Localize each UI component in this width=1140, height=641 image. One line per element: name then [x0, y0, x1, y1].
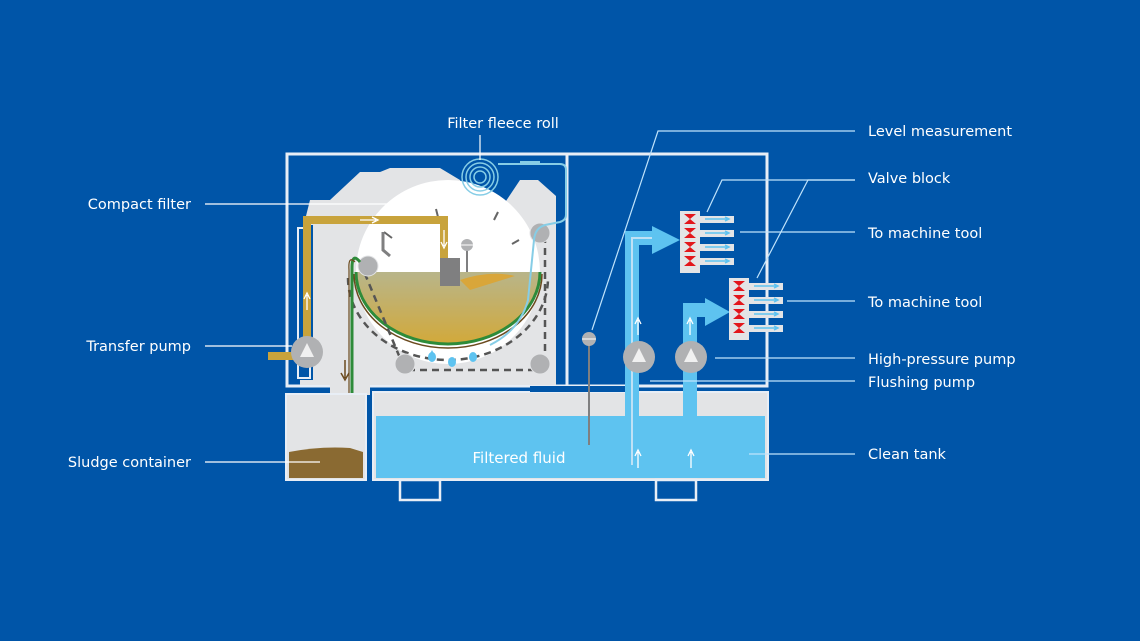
label-level-measurement: Level measurement — [868, 124, 1012, 140]
flow-arrow-icon — [705, 244, 731, 250]
down-arrow-icon — [340, 360, 350, 382]
filter-drum — [346, 180, 550, 364]
valve-icon — [733, 323, 745, 333]
guide-rollers — [357, 222, 551, 375]
label-flushing-pump: Flushing pump — [868, 375, 975, 391]
flow-arrow-icon — [440, 230, 448, 250]
label-valve-block: Valve block — [868, 171, 951, 187]
scraper-icon — [381, 232, 391, 258]
flow-arrow-icon — [754, 283, 780, 289]
high-pressure-pump-icon — [623, 341, 655, 373]
label-clean-tank: Clean tank — [868, 447, 947, 463]
flow-arrow-icon — [303, 291, 311, 310]
valve-icon — [733, 309, 745, 319]
valve-icon — [684, 256, 696, 266]
valve-icon — [684, 228, 696, 238]
valve-icon — [733, 295, 745, 305]
fleece-belt — [358, 228, 547, 372]
label-to-machine-tool-1: To machine tool — [867, 226, 982, 242]
used-fleece-strip — [350, 256, 362, 438]
leader-lines — [205, 130, 855, 463]
clean-tank — [372, 386, 769, 502]
valve-icon — [684, 214, 696, 224]
label-transfer-pump: Transfer pump — [85, 339, 191, 355]
high-pressure-pipe — [625, 226, 680, 465]
label-filter-fleece-roll: Filter fleece roll — [447, 116, 559, 132]
valve-block-icon — [729, 278, 783, 340]
level-sensor-icon — [461, 239, 473, 272]
flow-arrow-icon — [754, 311, 780, 317]
label-compact-filter: Compact filter — [88, 197, 191, 213]
flow-arrow-icon — [754, 297, 780, 303]
flushing-pipe — [683, 298, 730, 465]
roller-icon — [357, 255, 379, 277]
flow-arrow-icon — [705, 258, 731, 264]
flow-arrow-icon — [705, 230, 731, 236]
label-high-pressure-pump: High-pressure pump — [868, 352, 1016, 368]
inlet-box — [440, 258, 460, 286]
flushing-pump-icon — [675, 341, 707, 373]
filter-housing — [285, 152, 769, 388]
valve-icon — [684, 242, 696, 252]
flow-arrow-icon — [705, 216, 731, 222]
level-measurement-probe-icon — [582, 332, 596, 445]
label-to-machine-tool-2: To machine tool — [867, 295, 982, 311]
valve-block-icon — [680, 211, 734, 273]
roller-icon — [529, 353, 551, 375]
valve-icon — [733, 281, 745, 291]
flow-arrow-icon — [754, 325, 780, 331]
sludge-container — [285, 393, 367, 481]
transfer-pump-icon — [291, 336, 323, 368]
filter-fleece-roll-icon — [461, 158, 567, 346]
label-filtered-fluid: Filtered fluid — [473, 449, 566, 467]
roller-icon — [394, 353, 416, 375]
up-arrows — [634, 316, 695, 468]
label-sludge-container: Sludge container — [68, 455, 191, 471]
flow-arrow-icon — [360, 216, 380, 224]
